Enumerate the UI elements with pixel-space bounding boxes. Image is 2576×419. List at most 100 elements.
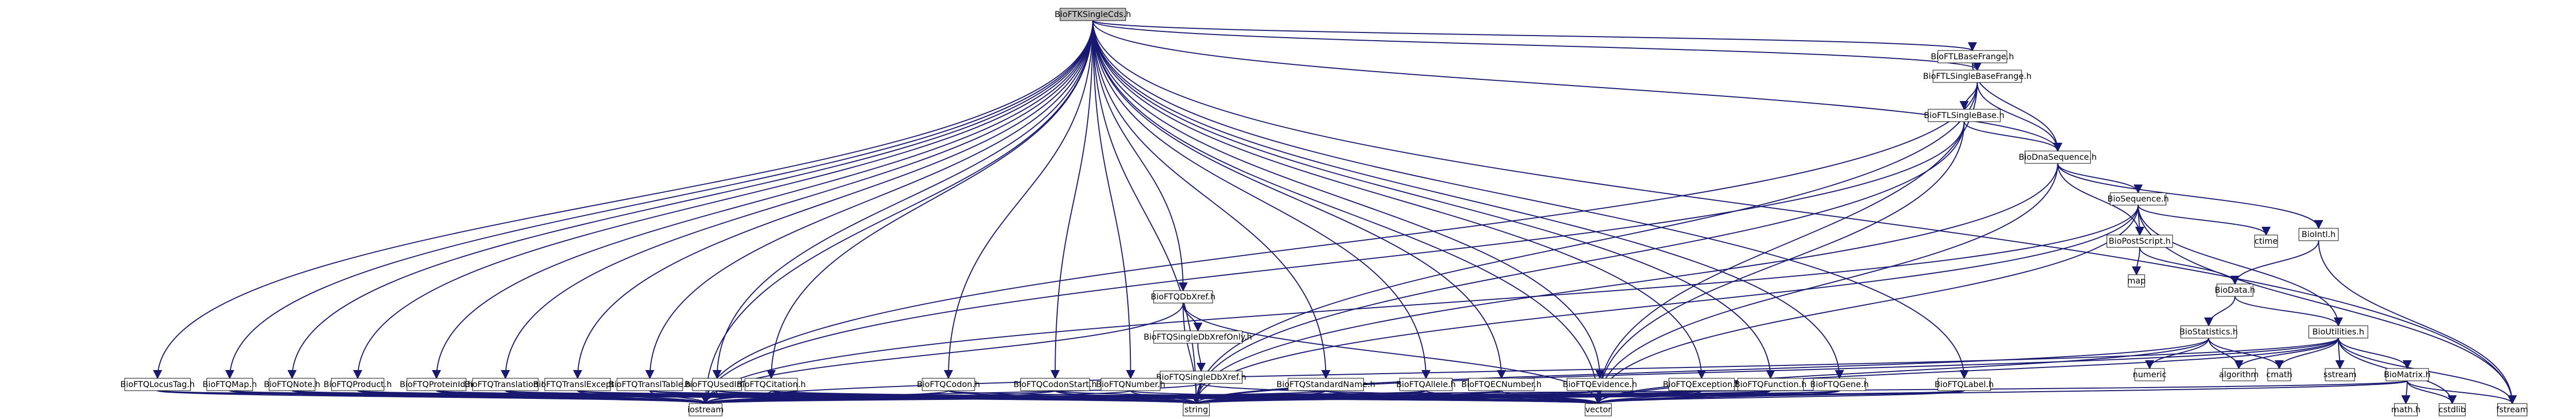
node-dnaseq[interactable]: BioDnaSequence.h	[2019, 150, 2097, 164]
node-fstream[interactable]: fstream	[2496, 403, 2528, 416]
node-ecnumber[interactable]: BioFTQECNumber.h	[1461, 378, 1541, 391]
edge-singlebase-to-iostream	[701, 121, 1965, 405]
node-algorithm[interactable]: algorithm	[2219, 368, 2259, 381]
node-vector[interactable]: vector	[1585, 403, 1612, 416]
node-dbxref[interactable]: BioFTQDbXref.h	[1151, 290, 1216, 304]
node-biomatrix[interactable]: BioMatrix.h	[2384, 368, 2431, 381]
node-label: BioFTLSingleBase.h	[1924, 110, 2004, 120]
node-postscript[interactable]: BioPostScript.h	[2107, 234, 2173, 248]
node-cstdlib[interactable]: cstdlib	[2438, 403, 2466, 416]
node-exception[interactable]: BioFTQException.h	[1663, 378, 1740, 391]
node-allele[interactable]: BioFTQAllele.h	[1396, 378, 1456, 391]
edge-singlebase-to-string	[1191, 121, 1965, 405]
node-box	[1182, 403, 1210, 416]
node-label: BioMatrix.h	[2384, 370, 2431, 379]
edge-dnaseq-to-string	[1192, 163, 2058, 405]
node-locustag[interactable]: BioFTQLocusTag.h	[121, 378, 195, 391]
node-label: numeric	[2133, 370, 2167, 379]
node-iostream[interactable]: iostream	[687, 403, 724, 416]
node-number[interactable]: BioFTQNumber.h	[1096, 378, 1165, 391]
node-usedin[interactable]: BioFTQUsedIn.h	[684, 378, 750, 391]
node-statistics[interactable]: BioStatistics.h	[2179, 325, 2238, 339]
node-ctime[interactable]: ctime	[2254, 234, 2278, 248]
node-label: BioIntl.h	[2301, 229, 2335, 239]
node-singledbxref[interactable]: BioFTQSingleDbXref.h	[1156, 371, 1246, 384]
edge-sequence-to-iostream	[701, 205, 2139, 405]
node-box	[2180, 325, 2237, 339]
node-box	[1737, 378, 1804, 391]
edge-dnaseq-to-sequence	[2057, 163, 2143, 194]
node-label[interactable]: BioFTQLabel.h	[1935, 378, 1994, 391]
node-standardname[interactable]: BioFTQStandardName.h	[1277, 378, 1376, 391]
node-proteinid[interactable]: BioFTQProteinId.h	[400, 378, 473, 391]
node-singlebase[interactable]: BioFTLSingleBase.h	[1924, 109, 2005, 122]
node-box	[2222, 368, 2256, 381]
node-mathh[interactable]: math.h	[2391, 403, 2420, 416]
edge-utilities-to-biomatrix	[2337, 338, 2412, 370]
edge-root-to-number	[1092, 20, 1136, 379]
node-transexcept[interactable]: BioFTQTranslExcept.h	[533, 378, 622, 391]
edge-root-to-translation	[501, 20, 1094, 379]
node-singlebasefrange[interactable]: BioFTLSingleBaseFrange.h	[1923, 70, 2032, 83]
node-codon[interactable]: BioFTQCodon.h	[917, 378, 980, 391]
node-box	[2298, 228, 2339, 241]
node-map[interactable]: map	[2127, 274, 2146, 288]
node-label: BioFTQFunction.h	[1735, 379, 1807, 389]
node-singledbxrefonly[interactable]: BioFTQSingleDbXrefOnly.h	[1144, 330, 1252, 344]
node-box	[1927, 109, 2001, 122]
node-box	[1100, 378, 1161, 391]
node-label: BioFTQSingleDbXref.h	[1156, 372, 1246, 382]
edge-root-to-transtable	[645, 20, 1094, 379]
edge-singledbxrefonly-to-singledbxref	[1196, 343, 1206, 372]
node-citation[interactable]: BioFTQCitation.h	[737, 378, 806, 391]
node-label: BioFTQLabel.h	[1935, 379, 1994, 389]
node-label: vector	[1585, 405, 1612, 414]
edges	[152, 20, 2517, 405]
node-box	[689, 403, 722, 416]
node-biodata[interactable]: BioData.h	[2215, 283, 2256, 297]
edge-label-to-string	[1192, 390, 1965, 405]
node-sstream[interactable]: sstream	[2324, 368, 2357, 381]
node-box	[2497, 403, 2528, 416]
node-translation[interactable]: BioFTQTranslation.h	[465, 378, 547, 391]
node-label: BioDnaSequence.h	[2019, 152, 2097, 162]
edge-sequence-to-vector	[1594, 205, 2139, 405]
node-gene[interactable]: BioFTQGene.h	[1810, 378, 1869, 391]
node-transtable[interactable]: BioFTQTranslTable.h	[608, 378, 691, 391]
node-box	[744, 378, 798, 391]
node-ftqmap[interactable]: BioFTQMap.h	[202, 378, 257, 391]
node-label: cstdlib	[2438, 405, 2466, 414]
node-note[interactable]: BioFTQNote.h	[264, 378, 320, 391]
node-sequence[interactable]: BioSequence.h	[2107, 192, 2169, 206]
node-biointl[interactable]: BioIntl.h	[2298, 228, 2339, 241]
edge-postscript-to-map	[2131, 247, 2141, 276]
node-basefrange[interactable]: BioFTLBaseFrange.h	[1931, 50, 2014, 63]
node-box	[692, 378, 742, 391]
node-function[interactable]: BioFTQFunction.h	[1735, 378, 1807, 391]
edge-singlebasefrange-to-string	[1191, 82, 1978, 405]
edge-root-to-dnaseq	[1092, 20, 2062, 152]
node-label: BioFTQException.h	[1663, 379, 1740, 389]
node-box	[206, 378, 253, 391]
edge-root-to-transexcept	[573, 20, 1094, 379]
node-numeric[interactable]: numeric	[2133, 368, 2167, 381]
node-label: BioFTQEvidence.h	[1563, 379, 1637, 389]
node-evidence[interactable]: BioFTQEvidence.h	[1563, 378, 1637, 391]
node-box	[2128, 274, 2145, 288]
node-utilities[interactable]: BioUtilities.h	[2308, 325, 2368, 339]
node-box	[2254, 234, 2278, 248]
edge-postscript-to-biodata	[2139, 247, 2240, 285]
node-codonstart[interactable]: BioFTQCodonStart.h	[1013, 378, 1097, 391]
edge-root-to-note	[287, 20, 1094, 379]
edge-dnaseq-to-biointl	[2057, 163, 2324, 229]
node-box	[544, 378, 611, 391]
node-label: math.h	[2391, 405, 2420, 414]
node-label: BioFTQCodon.h	[917, 379, 980, 389]
edge-root-to-vector	[1092, 20, 1603, 405]
node-box	[2107, 234, 2173, 248]
node-string[interactable]: string	[1182, 403, 1210, 416]
node-product[interactable]: BioFTQProduct.h	[324, 378, 392, 391]
node-cmath[interactable]: cmath	[2266, 368, 2293, 381]
node-label: BioFTLBaseFrange.h	[1931, 52, 2014, 61]
edge-root-to-usedin	[712, 20, 1094, 379]
